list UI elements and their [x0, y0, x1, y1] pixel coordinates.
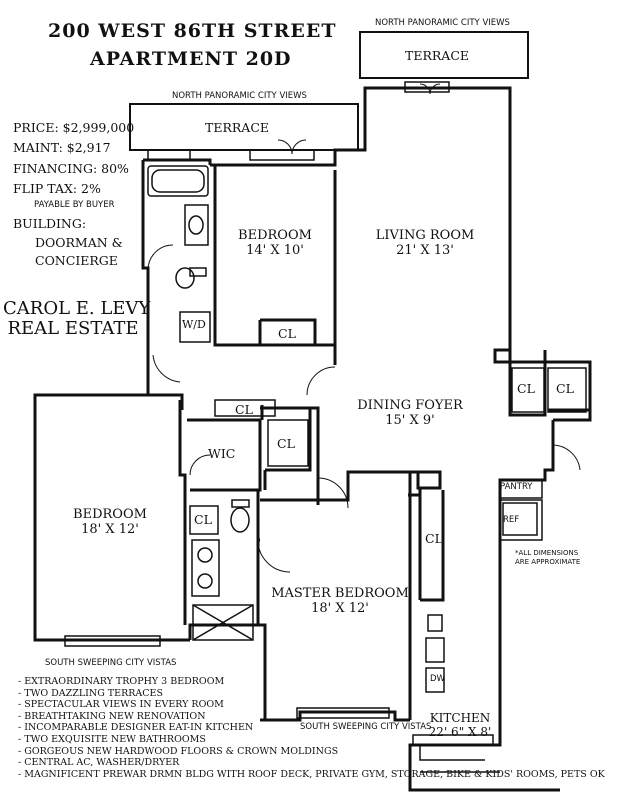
toilet-icon-2: [230, 507, 250, 533]
closet-label-hall: CL: [235, 402, 253, 417]
pantry-label: PANTRY: [500, 482, 533, 492]
feature-item: - MAGNIFICENT PREWAR DRMN BLDG WITH ROOF…: [18, 768, 605, 780]
living-room-label: LIVING ROOM 21' X 13': [360, 228, 490, 258]
feature-item: - TWO EXQUISITE NEW BATHROOMS: [18, 733, 206, 745]
washer-dryer-label: W/D: [182, 318, 206, 331]
closet-label-entry-2: CL: [556, 381, 574, 396]
south-views-label-right: SOUTH SWEEPING CITY VISTAS: [300, 722, 432, 732]
south-views-label-left: SOUTH SWEEPING CITY VISTAS: [45, 658, 177, 668]
feature-item: - CENTRAL AC, WASHER/DRYER: [18, 757, 180, 769]
building-address: 200 WEST 86TH STREET: [48, 20, 337, 42]
dimensions-note-2: ARE APPROXIMATE: [515, 558, 581, 566]
closet-label-bath: CL: [194, 512, 212, 527]
dimensions-note-1: *ALL DIMENSIONS: [515, 549, 579, 557]
price-label: PRICE: $2,999,000: [13, 120, 135, 135]
feature-item: - SPECTACULAR VIEWS IN EVERY ROOM: [18, 699, 224, 711]
bathtub-icon: [147, 165, 209, 197]
dining-foyer-label: DINING FOYER 15' X 9': [345, 398, 475, 428]
bedroom-small-label: BEDROOM 14' X 10': [215, 228, 335, 258]
shower-icon: [192, 604, 254, 641]
north-views-label-lower: NORTH PANORAMIC CITY VIEWS: [172, 91, 307, 101]
room-dimensions: 14' X 10': [246, 243, 304, 258]
closet-label-master: CL: [425, 531, 443, 546]
exterior-wall-north: [33, 160, 190, 642]
toilet-icon: [189, 267, 207, 277]
wall-bedroom-small: [213, 165, 337, 347]
financing-label: FINANCING: 80%: [13, 161, 129, 176]
unit-number: APARTMENT 20D: [90, 48, 292, 70]
walk-in-closet-label: WIC: [208, 446, 236, 461]
feature-item: - INCOMPARABLE DESIGNER EAT-IN KITCHEN: [18, 722, 254, 734]
room-dimensions: 22' 6" X 8': [428, 725, 492, 739]
room-name: MASTER BEDROOM: [271, 586, 409, 601]
feature-item: - TWO DAZZLING TERRACES: [18, 687, 163, 699]
refrigerator-icon: [499, 499, 543, 541]
terrace-north-upper: [359, 31, 529, 79]
flip-tax-label: FLIP TAX: 2%: [13, 181, 101, 196]
room-dimensions: 18' X 12': [311, 601, 369, 616]
closet-label-hall-2: CL: [277, 436, 295, 451]
building-amenity-1: DOORMAN &: [35, 235, 123, 250]
building-amenity-2: CONCIERGE: [35, 253, 118, 268]
room-name: KITCHEN: [429, 711, 491, 725]
kitchen-label: KITCHEN 22' 6" X 8': [420, 711, 500, 739]
feature-list: - EXTRAORDINARY TROPHY 3 BEDROOM - TWO D…: [18, 676, 605, 780]
broker-name: CAROL E. LEVY: [3, 298, 151, 319]
room-name: LIVING ROOM: [375, 228, 475, 243]
master-bedroom-label: MASTER BEDROOM 18' X 12': [265, 586, 415, 616]
refrigerator-label: REF: [503, 515, 520, 525]
building-label: BUILDING:: [13, 216, 87, 231]
room-dimensions: 15' X 9': [385, 413, 435, 428]
flip-tax-note: PAYABLE BY BUYER: [34, 200, 115, 210]
terrace-label-lower: TERRACE: [205, 120, 270, 135]
room-name: BEDROOM: [73, 507, 147, 522]
terrace-label-upper: TERRACE: [405, 48, 470, 63]
broker-company: REAL ESTATE: [7, 318, 139, 339]
north-views-label-upper: NORTH PANORAMIC CITY VIEWS: [375, 18, 510, 28]
closet-label-bedroom: CL: [278, 326, 296, 341]
feature-item: - GORGEOUS NEW HARDWOOD FLOORS & CROWN M…: [18, 745, 339, 757]
room-name: BEDROOM: [238, 228, 312, 243]
bedroom-large-label: BEDROOM 18' X 12': [50, 507, 170, 537]
sink-icon: [427, 614, 443, 632]
feature-item: - BREATHTAKING NEW RENOVATION: [18, 710, 206, 722]
room-name: DINING FOYER: [357, 398, 463, 413]
feature-item: - EXTRAORDINARY TROPHY 3 BEDROOM: [18, 676, 225, 687]
closet-label-entry-1: CL: [517, 381, 535, 396]
terrace-north-lower: [129, 103, 359, 151]
room-dimensions: 21' X 13': [396, 243, 454, 258]
maintenance-label: MAINT: $2,917: [13, 140, 111, 155]
room-dimensions: 18' X 12': [81, 522, 139, 537]
dishwasher-label: DW: [430, 674, 445, 684]
vanity-icon: [184, 204, 209, 246]
